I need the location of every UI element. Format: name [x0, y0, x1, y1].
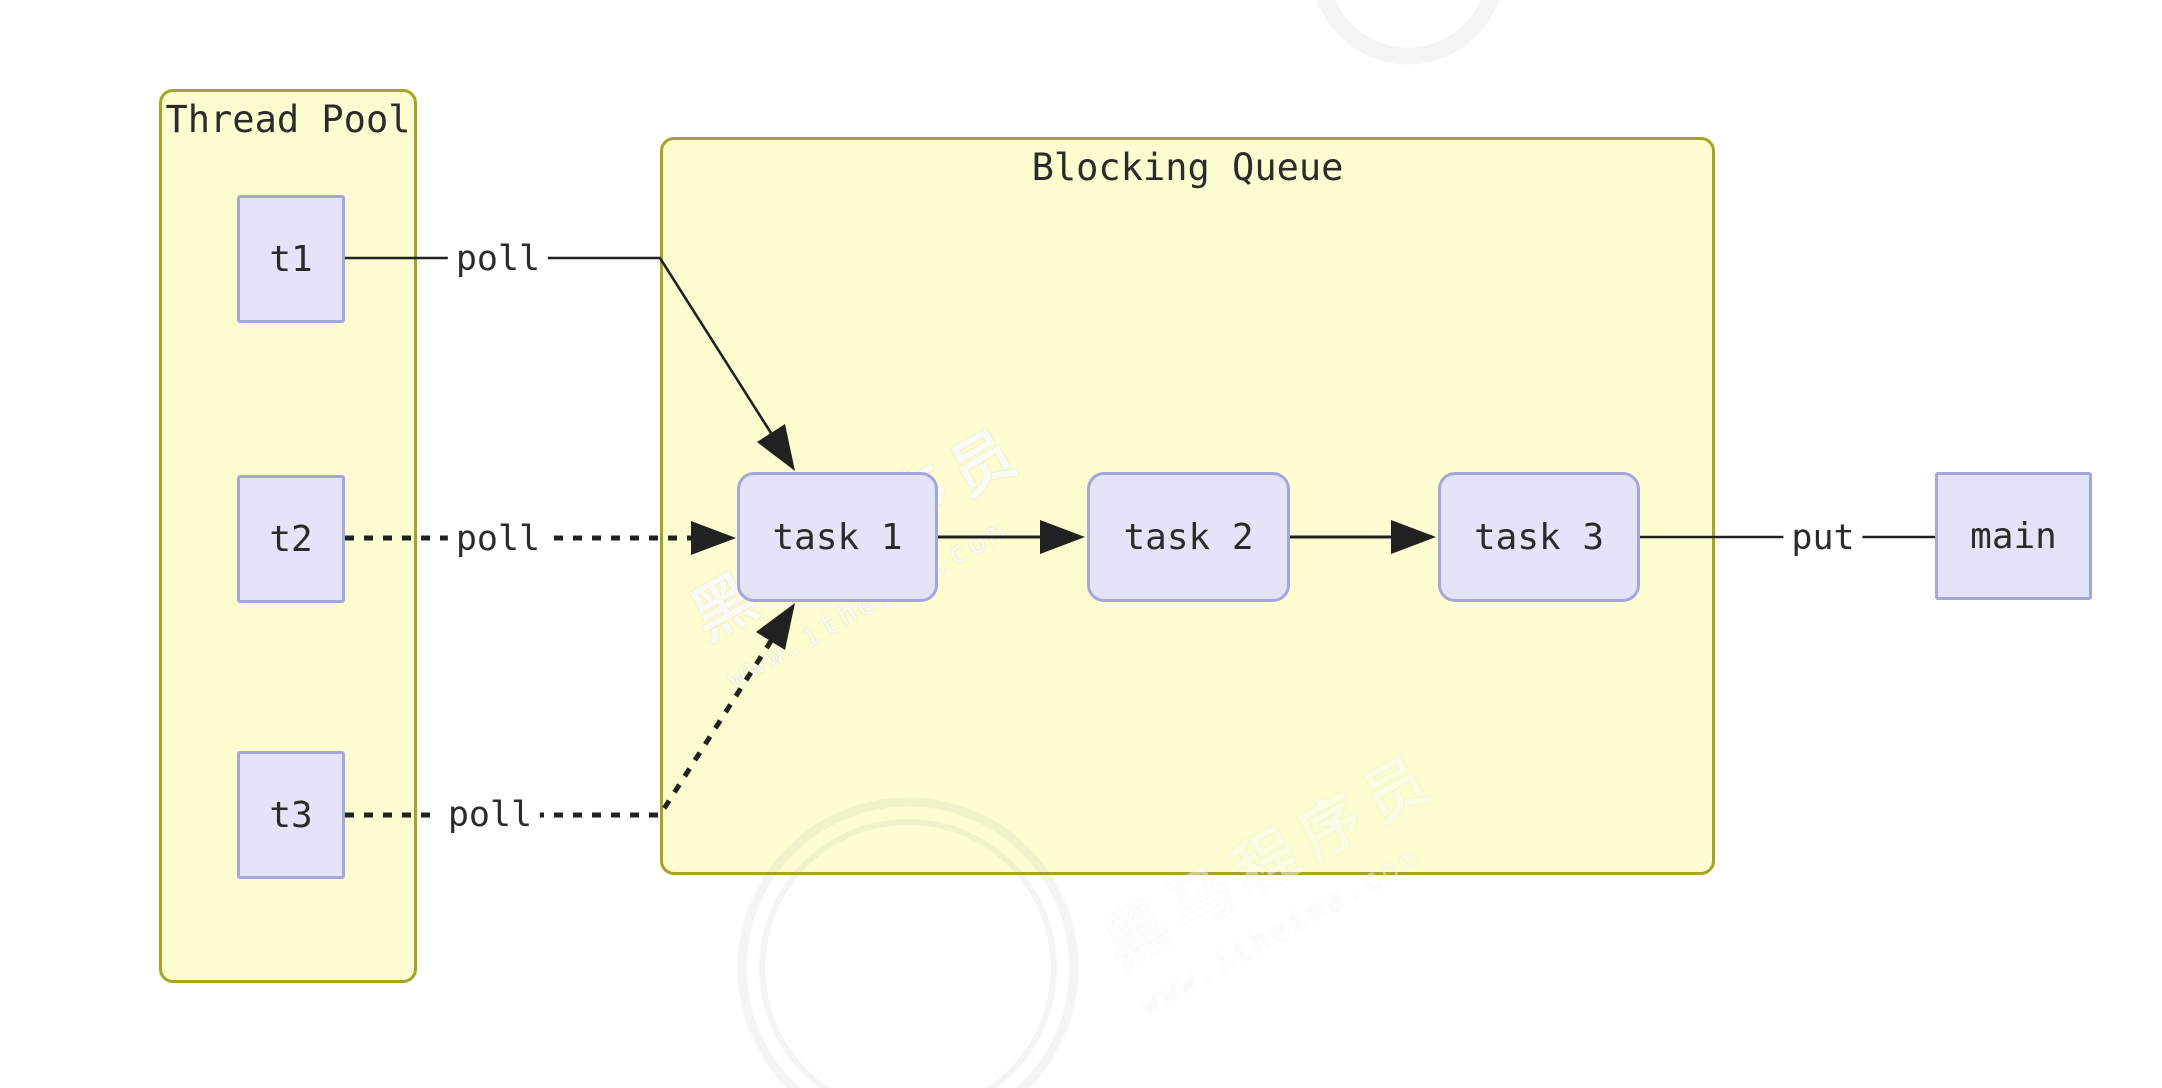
- node-t2: t2: [237, 475, 345, 603]
- thread-pool-title: Thread Pool: [165, 98, 411, 141]
- blocking-queue-title: Blocking Queue: [1031, 146, 1344, 189]
- edge-label-poll-t3: poll: [439, 794, 541, 836]
- edge-label-poll-t2: poll: [447, 518, 549, 560]
- node-t1: t1: [237, 195, 345, 323]
- edge-label-poll-t1: poll: [447, 238, 549, 280]
- node-task-3: task 3: [1438, 472, 1640, 602]
- node-main: main: [1935, 472, 2092, 600]
- node-task-2: task 2: [1087, 472, 1290, 602]
- node-task-1: task 1: [737, 472, 938, 602]
- edge-label-put: put: [1783, 517, 1863, 559]
- node-t3: t3: [237, 751, 345, 879]
